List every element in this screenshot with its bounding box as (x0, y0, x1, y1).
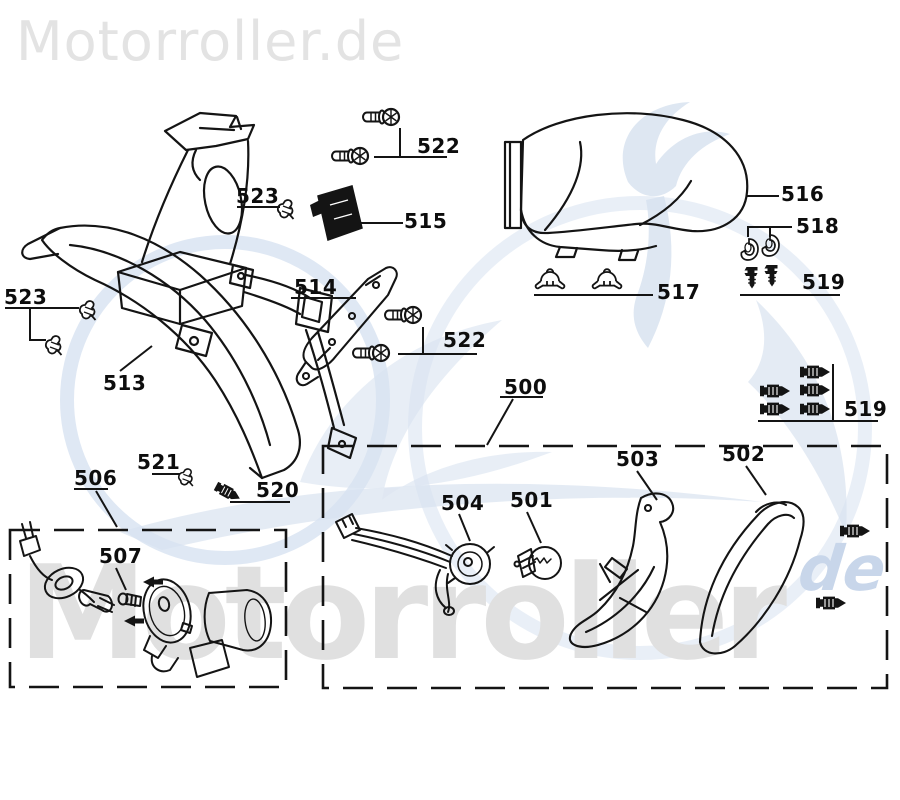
screw-520 (212, 480, 244, 505)
part-label-515: 515 (404, 209, 448, 233)
clip-517-a (534, 268, 566, 290)
callout-lines (5, 128, 878, 591)
part-label-506: 506 (74, 466, 118, 490)
part-label-513: 513 (103, 371, 147, 395)
part-515-drawing (310, 185, 363, 241)
lamp-506-drawing (19, 521, 273, 678)
part-label-522-top: 522 (417, 134, 461, 158)
watermark-motorroller-text: Motorroller (18, 537, 787, 689)
group-box-500 (321, 444, 889, 690)
part-label-516: 516 (781, 182, 825, 206)
part-label-523-top: 523 (236, 184, 280, 208)
clip-523-top (276, 199, 295, 220)
part-label-520: 520 (256, 478, 300, 502)
part-label-504: 504 (441, 491, 485, 515)
part-label-518: 518 (796, 214, 840, 238)
part-label-517: 517 (657, 280, 701, 304)
arrow-left-a (143, 576, 163, 588)
part-label-507: 507 (99, 544, 143, 568)
screw-522-mid-b (351, 343, 391, 363)
group-box-506 (8, 528, 288, 689)
harness-504-drawing (335, 513, 495, 616)
part-label-502: 502 (722, 442, 766, 466)
part-label-519-upper: 519 (802, 270, 846, 294)
part-label-519-lower: 519 (844, 397, 888, 421)
part-514-bracket-drawing (295, 266, 398, 387)
part-label-503: 503 (616, 447, 660, 471)
clip-523-left-a (78, 300, 97, 321)
screw-519-upper-b (763, 264, 779, 288)
clip-518-a (740, 238, 759, 261)
bulb-501-drawing (513, 546, 562, 580)
site-logo: Motorroller.de (16, 10, 405, 73)
screw-522-mid-a (383, 305, 423, 325)
part-label-500: 500 (504, 375, 548, 399)
screw-500-box-a (839, 524, 871, 538)
part-label-514: 514 (294, 275, 338, 299)
housing-503-drawing (569, 492, 675, 648)
screw-519-upper-a (743, 266, 759, 290)
clip-523-left-b (44, 335, 63, 356)
arrow-left-b (124, 615, 144, 627)
part-label-501: 501 (510, 488, 554, 512)
lens-502-drawing (698, 501, 805, 655)
screw-522-top-b (330, 146, 370, 166)
part-label-523-left: 523 (4, 285, 48, 309)
screw-500-box-b (815, 596, 847, 610)
screw-set-519 (759, 365, 831, 416)
clip-518-b (761, 234, 780, 257)
part-label-521: 521 (137, 450, 181, 474)
clip-517-b (591, 268, 623, 290)
seat-drawing (503, 112, 749, 262)
part-label-522-mid: 522 (443, 328, 487, 352)
screw-522-top-a (361, 107, 401, 127)
clip-521 (177, 468, 194, 487)
